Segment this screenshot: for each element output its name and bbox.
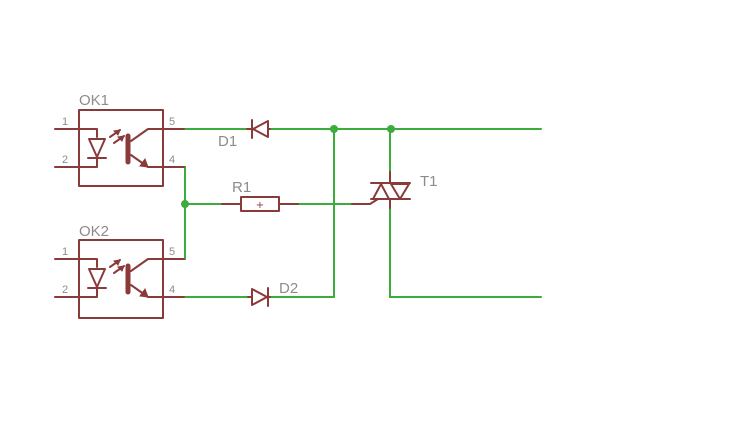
ok2-body	[78, 239, 164, 319]
diode-d2[interactable]	[247, 287, 271, 307]
wire-ok1-pin4-down[interactable]	[183, 166, 186, 260]
ok1-phototransistor-icon	[125, 128, 164, 168]
ok1-led-icon	[78, 128, 125, 168]
ok2-ref-label: OK2	[79, 223, 109, 240]
ok1-pin5-number: 5	[169, 116, 175, 128]
ok2-pin4-number: 4	[169, 284, 175, 296]
junction-top-left	[330, 125, 338, 133]
r1-mark: +	[256, 200, 264, 211]
wire-triac-a1-to-output[interactable]	[389, 203, 542, 298]
ok2-pin5-number: 5	[169, 246, 175, 258]
optocoupler-ok1[interactable]	[54, 109, 185, 187]
wire-d2-to-vertical[interactable]	[269, 128, 335, 298]
ok1-pin1-number: 1	[62, 116, 68, 128]
junctions	[181, 125, 395, 208]
t1-triangle-down	[390, 183, 410, 200]
t1-triangle-up	[372, 183, 390, 200]
d2-triangle	[251, 288, 268, 306]
junction-top-right	[387, 125, 395, 133]
labels: OK1 OK2 D1 D2 R1 T1 1 2 5 4 1 2 5 4	[62, 92, 438, 297]
t1-ref-label: T1	[420, 173, 438, 190]
d1-triangle	[252, 120, 269, 138]
resistor-r1[interactable]: +	[221, 196, 299, 212]
d2-ref-label: D2	[279, 280, 298, 297]
ok1-ref-label: OK1	[79, 92, 109, 109]
ok1-pin4-number: 4	[169, 154, 175, 166]
junction-mid	[181, 200, 189, 208]
ok1-body	[78, 109, 164, 187]
ok2-led-icon	[78, 258, 125, 298]
triac-t1[interactable]	[351, 171, 411, 209]
d1-ref-label: D1	[218, 133, 237, 150]
ok2-phototransistor-icon	[125, 258, 164, 298]
diode-d1[interactable]	[246, 119, 271, 139]
optocoupler-ok2[interactable]	[54, 239, 185, 319]
ok2-pin2-number: 2	[62, 284, 68, 296]
r1-ref-label: R1	[232, 179, 251, 196]
wires	[183, 128, 542, 298]
ok1-pin2-number: 2	[62, 154, 68, 166]
t1-gate	[351, 198, 379, 205]
ok2-pin1-number: 1	[62, 246, 68, 258]
